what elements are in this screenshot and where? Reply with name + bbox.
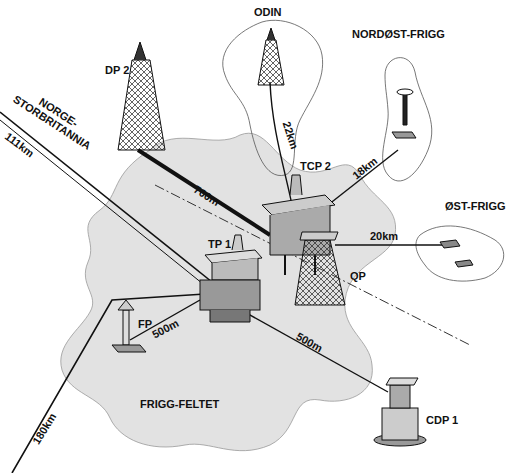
- field-name: ODIN: [254, 6, 282, 18]
- platform-name: DP 2: [105, 64, 129, 76]
- field-name: ØST-FRIGG: [445, 200, 506, 212]
- platform-name: TP 1: [208, 238, 231, 250]
- distance-label: 22km: [280, 120, 300, 151]
- distance-label: 111km: [3, 130, 37, 160]
- platform-name: QP: [350, 270, 366, 282]
- distance-label: 180km: [30, 411, 58, 446]
- platform-name: CDP 1: [426, 414, 458, 426]
- field-name: NORDØST-FRIGG: [352, 28, 445, 40]
- distance-label: 20km: [370, 230, 398, 242]
- field-name: FRIGG-FELTET: [140, 398, 219, 410]
- platform-name: FP: [138, 318, 152, 330]
- platform-name: TCP 2: [300, 160, 331, 172]
